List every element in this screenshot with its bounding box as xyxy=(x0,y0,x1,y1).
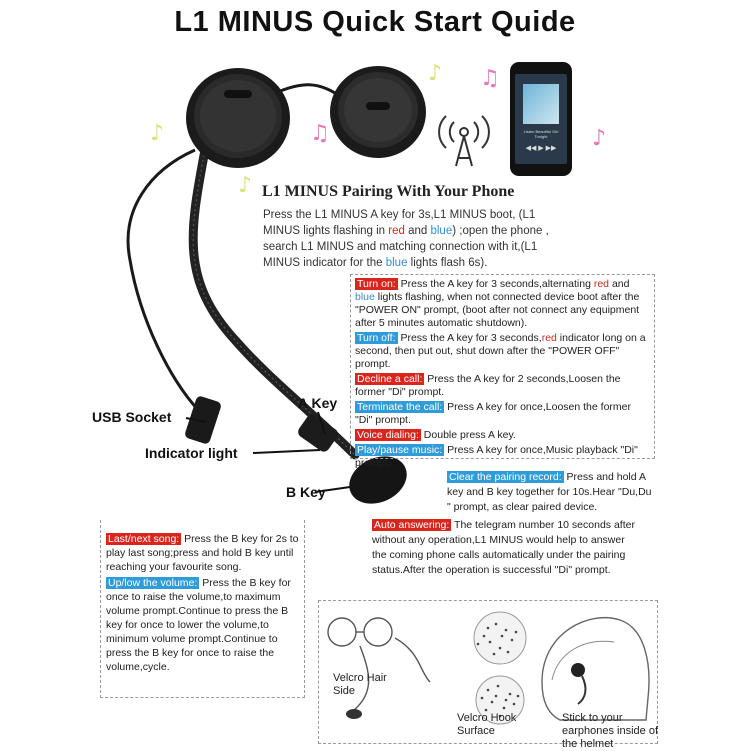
svg-text:♪: ♪ xyxy=(238,173,252,198)
installation-illustration xyxy=(327,611,650,725)
op-turn-off: Turn off: Press the A key for 3 seconds,… xyxy=(355,332,646,370)
usb-socket-label: USB Socket xyxy=(92,409,172,425)
a-key-operations-box: Turn on: Press the A key for 3 seconds,a… xyxy=(350,274,655,469)
installation-panel xyxy=(318,600,658,744)
svg-text:♫: ♫ xyxy=(480,66,500,91)
media-controls: ◀◀ ▶ ▶▶ xyxy=(525,145,557,152)
svg-text:♪: ♪ xyxy=(428,61,442,86)
svg-text:♪: ♪ xyxy=(150,121,164,146)
speaker-cable xyxy=(126,148,202,414)
right-speaker xyxy=(330,66,426,158)
helmet-drawing xyxy=(541,616,650,721)
wireless-signal-icon xyxy=(438,115,490,167)
usb-socket-plug xyxy=(185,396,221,444)
mic-foam xyxy=(349,456,407,504)
b-key-label: B Key xyxy=(286,484,326,500)
op-volume: Up/low the volume: Press the B key for o… xyxy=(106,577,291,673)
svg-text:♫: ♫ xyxy=(310,121,330,146)
velcro-hook-caption: Velcro Hook Surface xyxy=(457,712,517,737)
pairing-heading: L1 MINUS Pairing With Your Phone xyxy=(262,183,515,200)
a-key-label: A Key xyxy=(298,395,338,411)
op-turn-on: Turn on: Press the A key for 3 seconds,a… xyxy=(355,278,640,329)
album-art xyxy=(523,84,559,124)
op-last-next-song: Last/next song: Press the B key for 2s t… xyxy=(106,533,299,573)
op-decline-call: Decline a call: Press the A key for 2 se… xyxy=(355,373,621,398)
song-title: Listen Beautiful Girl Tonight xyxy=(523,129,559,139)
auto-answering-note: Auto answering: The telegram number 10 s… xyxy=(372,519,635,576)
b-key-operations-box: Last/next song: Press the B key for 2s t… xyxy=(100,520,305,698)
op-voice-dialing: Voice dialing: Double press A key. xyxy=(355,429,516,441)
velcro-hair-caption: Velcro Hair Side xyxy=(333,672,387,697)
svg-text:♪: ♪ xyxy=(592,126,606,151)
op-play-pause: Play/pause music: Press A key for once,M… xyxy=(355,444,638,469)
clear-pairing-note: Clear the pairing record: Press and hold… xyxy=(447,471,652,513)
smartphone: Listen Beautiful Girl Tonight ◀◀ ▶ ▶▶ xyxy=(510,62,572,176)
left-speaker xyxy=(186,68,290,168)
page-title: L1 MINUS Quick Start Quide xyxy=(174,6,576,38)
indicator-light-label: Indicator light xyxy=(145,445,238,461)
phone-screen: Listen Beautiful Girl Tonight ◀◀ ▶ ▶▶ xyxy=(515,74,567,164)
pairing-instructions: Press the L1 MINUS A key for 3s,L1 MINUS… xyxy=(263,209,549,269)
velcro-hook-circles xyxy=(473,611,527,725)
op-terminate-call: Terminate the call: Press A key for once… xyxy=(355,401,631,426)
control-unit xyxy=(298,414,338,452)
helmet-caption: Stick to your earphones inside of the he… xyxy=(562,712,659,750)
